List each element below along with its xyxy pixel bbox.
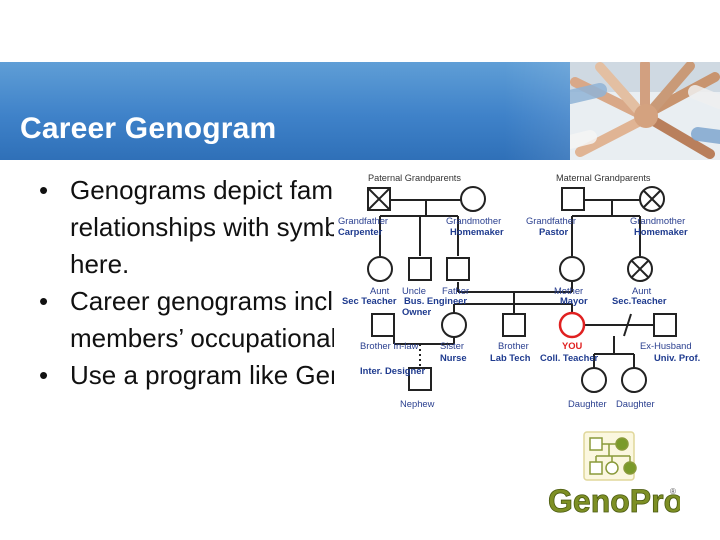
person-role-label: Ex-Husband xyxy=(640,340,692,351)
mother-circle xyxy=(559,256,585,282)
registered-mark: ® xyxy=(670,487,676,496)
person-role-label: Brother In-law xyxy=(360,340,419,351)
person-job-label: Homemaker xyxy=(450,226,504,237)
person-role-label: Aunt xyxy=(370,285,390,296)
stacked-hands-photo xyxy=(570,62,720,160)
paternal-grandmother-circle xyxy=(460,186,486,212)
career-genogram-diagram: Paternal Grandparents Maternal Grandpare… xyxy=(334,168,720,418)
person-job-label: Coll. Teacher xyxy=(540,352,599,363)
person-role-label: Daughter xyxy=(568,398,607,409)
person-job-label: Lab Tech xyxy=(490,352,531,363)
person-role-label: Grandfather xyxy=(526,215,576,226)
father-square xyxy=(446,257,470,281)
ex-husband-square xyxy=(653,313,677,337)
brother-square xyxy=(502,313,526,337)
person-role-label: Brother xyxy=(498,340,529,351)
you-label: YOU xyxy=(562,340,583,351)
person-role-label: Uncle xyxy=(402,285,426,296)
person-job-label: Mayor xyxy=(560,295,588,306)
person-role-label: Nephew xyxy=(400,398,435,409)
person-job-label: Univ. Prof. xyxy=(654,352,700,363)
person-job-label: Owner xyxy=(402,306,432,317)
person-role-label: Sister xyxy=(440,340,464,351)
person-job-label: Carpenter xyxy=(338,226,383,237)
bullet-dot: • xyxy=(39,175,49,205)
person-role-label: Grandmother xyxy=(446,215,501,226)
bullet-dot: • xyxy=(39,286,49,316)
aunt-circle xyxy=(367,256,393,282)
nephew-square xyxy=(408,367,432,391)
you-circle xyxy=(558,311,586,339)
person-job-label: Inter. Designer xyxy=(360,365,425,376)
daughter-circle xyxy=(581,367,607,393)
person-job-label: Homemaker xyxy=(634,226,688,237)
bullet-dot: • xyxy=(39,360,49,390)
sister-circle xyxy=(441,312,467,338)
paternal-grandparents-label: Paternal Grandparents xyxy=(368,173,461,183)
logo-wordmark: GenoPro xyxy=(548,483,680,519)
person-role-label: Grandmother xyxy=(630,215,685,226)
maternal-grandparents-label: Maternal Grandparents xyxy=(556,173,651,183)
daughter-circle xyxy=(621,367,647,393)
person-job-label: Sec.Teacher xyxy=(612,295,667,306)
person-job-label: Bus. Engineer xyxy=(404,295,467,306)
genopro-logo: GenoPro ® xyxy=(548,431,680,519)
slide-title: Career Genogram xyxy=(20,112,277,145)
person-role-label: Mother xyxy=(554,285,583,296)
person-role-label: Daughter xyxy=(616,398,655,409)
brother-in-law-square xyxy=(371,313,395,337)
person-job-label: Sec Teacher xyxy=(342,295,397,306)
maternal-grandfather-square xyxy=(561,187,585,211)
person-role-label: Aunt xyxy=(632,285,652,296)
person-role-label: Father xyxy=(442,285,469,296)
person-role-label: Grandfather xyxy=(338,215,388,226)
uncle-square xyxy=(408,257,432,281)
person-job-label: Pastor xyxy=(539,226,569,237)
person-job-label: Nurse xyxy=(440,352,467,363)
